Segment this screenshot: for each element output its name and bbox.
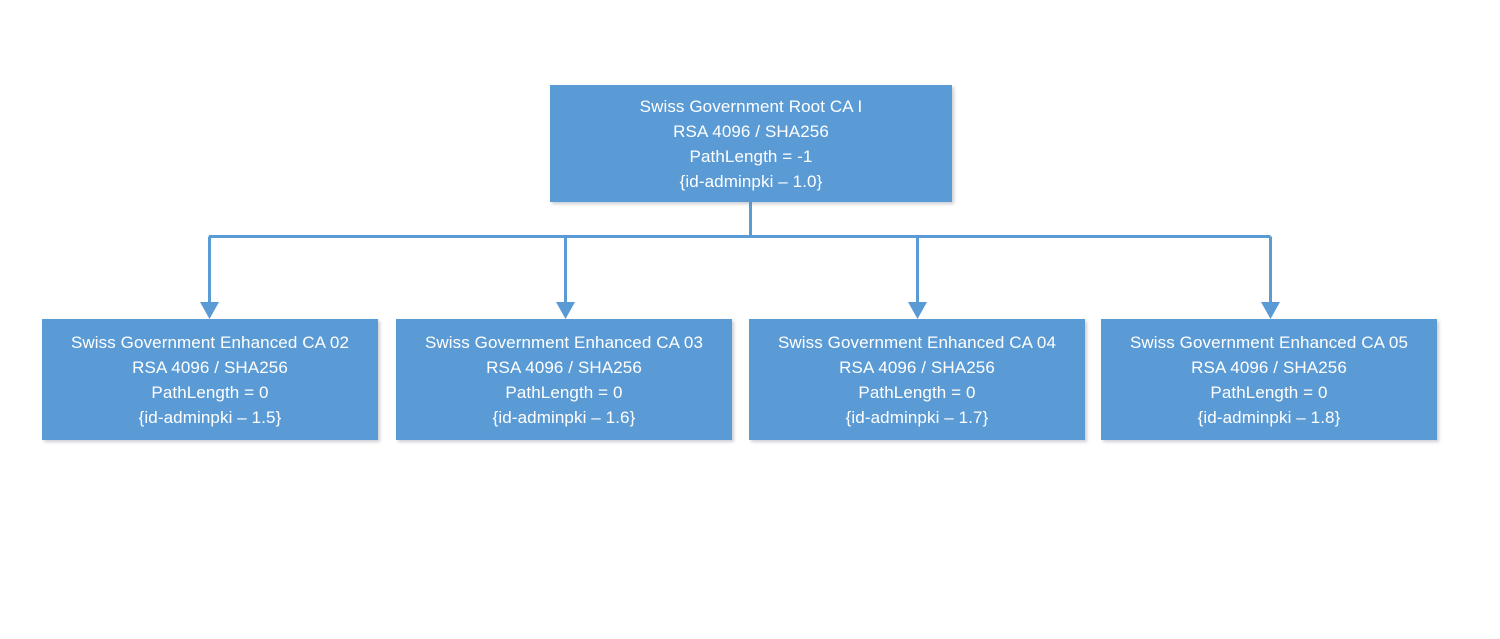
node-title: Swiss Government Enhanced CA 05 <box>1129 332 1409 352</box>
node-title: Swiss Government Enhanced CA 04 <box>777 332 1057 352</box>
arrowhead-icon-3 <box>1261 302 1280 319</box>
arrowhead-icon-1 <box>556 302 575 319</box>
node-enhanced-ca-02[interactable]: Swiss Government Enhanced CA 02 RSA 4096… <box>42 319 378 440</box>
arrowhead-icon-0 <box>200 302 219 319</box>
node-algorithm: RSA 4096 / SHA256 <box>1191 357 1347 377</box>
node-algorithm: RSA 4096 / SHA256 <box>486 357 642 377</box>
node-algorithm: RSA 4096 / SHA256 <box>839 357 995 377</box>
node-path-length: PathLength = -1 <box>689 146 813 166</box>
node-policy-oid: {id-adminpki – 1.0} <box>679 171 823 191</box>
node-policy-oid: {id-adminpki – 1.5} <box>138 407 282 427</box>
node-path-length: PathLength = 0 <box>505 382 623 402</box>
node-path-length: PathLength = 0 <box>858 382 976 402</box>
arrowhead-icon-2 <box>908 302 927 319</box>
node-path-length: PathLength = 0 <box>1210 382 1328 402</box>
node-policy-oid: {id-adminpki – 1.8} <box>1197 407 1341 427</box>
node-policy-oid: {id-adminpki – 1.7} <box>845 407 989 427</box>
node-title: Swiss Government Enhanced CA 03 <box>424 332 704 352</box>
node-enhanced-ca-04[interactable]: Swiss Government Enhanced CA 04 RSA 4096… <box>749 319 1085 440</box>
node-algorithm: RSA 4096 / SHA256 <box>673 121 829 141</box>
node-algorithm: RSA 4096 / SHA256 <box>132 357 288 377</box>
node-title: Swiss Government Enhanced CA 02 <box>70 332 350 352</box>
node-enhanced-ca-03[interactable]: Swiss Government Enhanced CA 03 RSA 4096… <box>396 319 732 440</box>
node-root-ca[interactable]: Swiss Government Root CA I RSA 4096 / SH… <box>550 85 952 202</box>
node-policy-oid: {id-adminpki – 1.6} <box>492 407 636 427</box>
node-title: Swiss Government Root CA I <box>639 96 863 116</box>
node-enhanced-ca-05[interactable]: Swiss Government Enhanced CA 05 RSA 4096… <box>1101 319 1437 440</box>
node-path-length: PathLength = 0 <box>151 382 269 402</box>
